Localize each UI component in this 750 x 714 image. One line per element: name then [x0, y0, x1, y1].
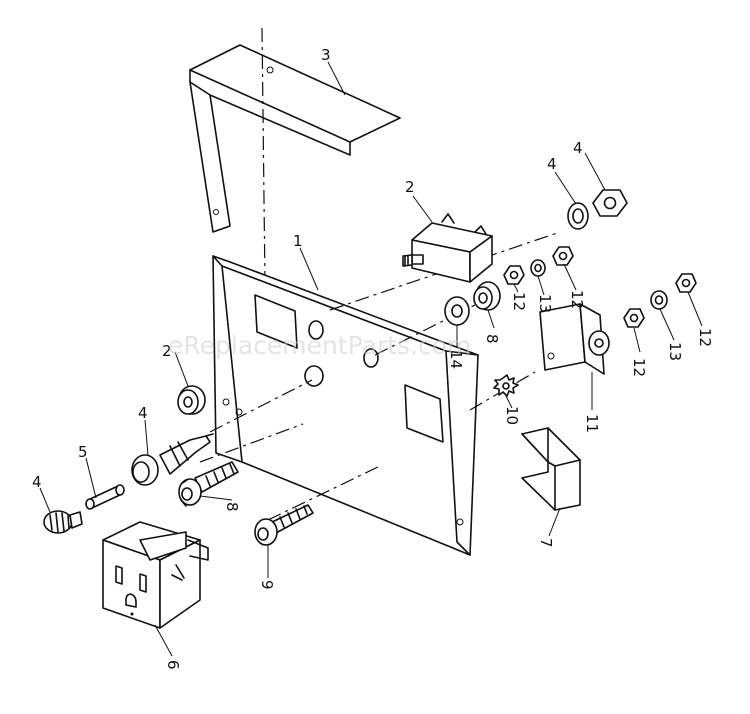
washer-part-14	[444, 296, 470, 326]
callout-13: 13	[536, 294, 554, 313]
nut-part-2-left	[177, 385, 206, 415]
fuse-holder-part-4	[131, 433, 214, 486]
u-clip-part-7	[521, 427, 581, 511]
panel-opening-right	[404, 384, 444, 443]
circuit-breaker-part-2	[402, 213, 493, 283]
star-lockwasher-part-10	[493, 374, 519, 397]
callout-12: 12	[696, 328, 714, 347]
screw-part-9	[254, 504, 314, 546]
leader-lines	[39, 61, 703, 657]
nut-part-12-right-back	[675, 273, 697, 293]
nut-part-12-right-front	[623, 308, 645, 328]
callout-2: 2	[405, 178, 415, 196]
callout-12: 12	[630, 358, 648, 377]
callout-8: 8	[483, 334, 501, 344]
callout-13: 13	[666, 342, 684, 361]
fuse-cap-part-4	[43, 510, 83, 534]
angle-bracket-part-11	[539, 303, 610, 375]
callout-3: 3	[321, 46, 331, 64]
callout-14: 14	[447, 350, 465, 369]
callout-11: 11	[583, 414, 601, 433]
lockwasher-part-13-right	[650, 290, 668, 310]
panel-opening-left	[254, 294, 298, 349]
callout-4: 4	[138, 404, 148, 422]
nut-part-4	[592, 189, 628, 217]
callout-1: 1	[293, 232, 303, 250]
callout-labels: 3 2 4 4 1 12 13 12 8 14 12 13 12 2 10 11…	[32, 46, 714, 670]
callout-10: 10	[503, 406, 521, 425]
callout-5: 5	[78, 443, 88, 461]
bracket-part-3	[189, 44, 401, 233]
callout-2: 2	[162, 342, 172, 360]
nut-part-12-upper-right	[552, 246, 574, 266]
callout-4: 4	[32, 473, 42, 491]
callout-4: 4	[547, 155, 557, 173]
nut-part-12-upper	[503, 265, 525, 285]
bushing-part-8-upper	[473, 281, 501, 311]
callout-8: 8	[223, 502, 241, 512]
callout-4: 4	[573, 139, 583, 157]
receptacle-part-6	[102, 521, 209, 629]
watermark-text: eReplacementParts.com	[168, 331, 471, 360]
callout-7: 7	[537, 538, 555, 548]
callout-6: 6	[164, 660, 182, 670]
callout-12: 12	[568, 290, 586, 309]
assembly-axis-bracket	[261, 27, 266, 286]
washer-part-4	[567, 202, 589, 230]
bushing-bolt-part-8	[178, 461, 239, 507]
lockwasher-part-13-upper	[530, 259, 546, 277]
fuse-part-5	[85, 484, 125, 510]
control-panel-part-1	[212, 255, 479, 556]
callout-9: 9	[258, 580, 276, 590]
callout-12: 12	[510, 292, 528, 311]
